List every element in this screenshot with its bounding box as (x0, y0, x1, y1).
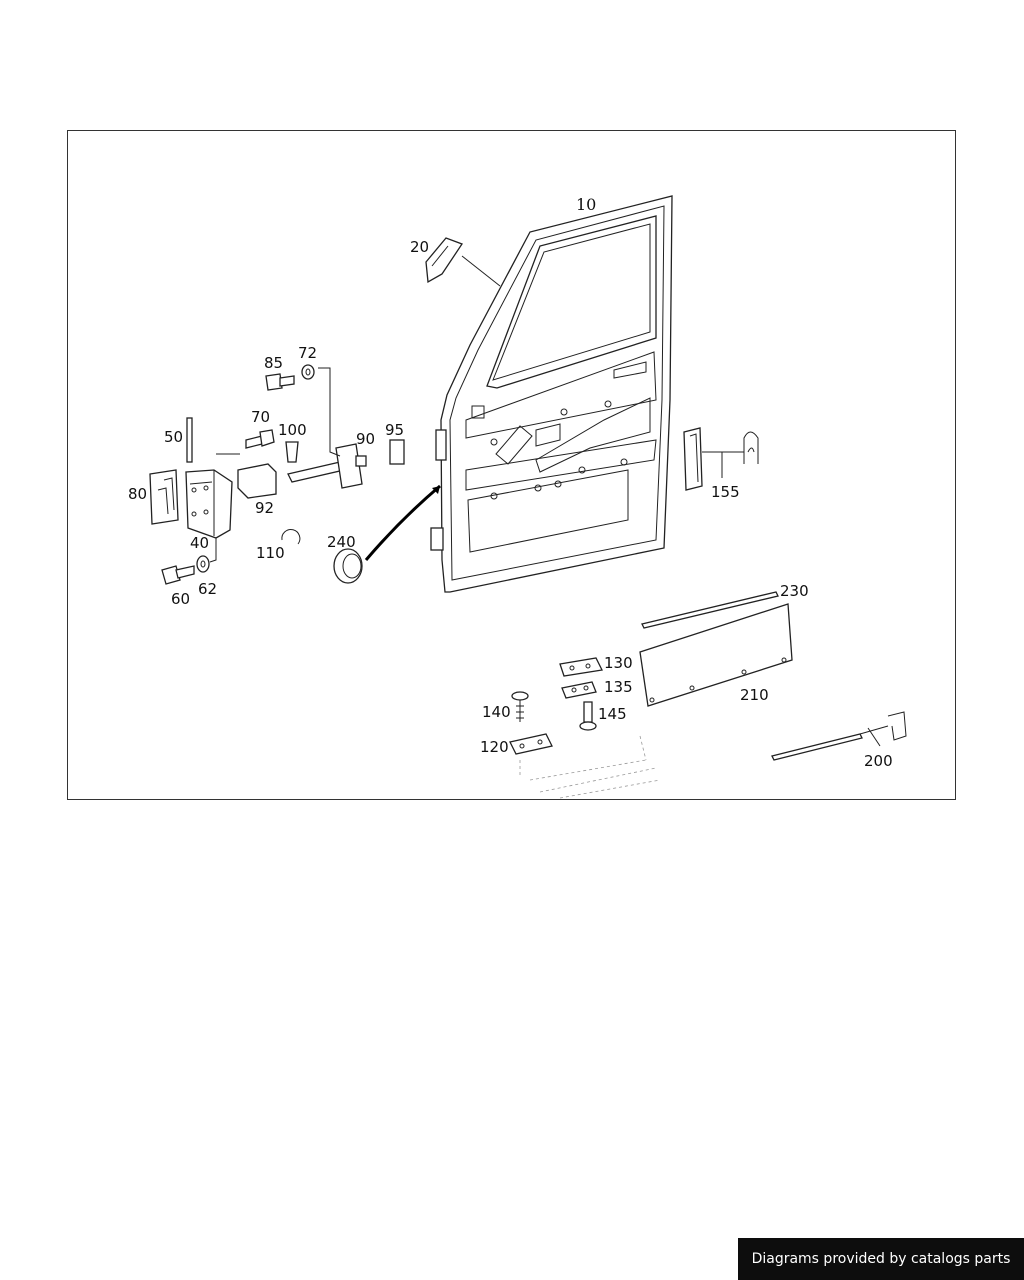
label-72: 72 (298, 344, 317, 362)
label-62: 62 (198, 580, 217, 598)
label-80: 80 (128, 485, 147, 503)
label-210: 210 (740, 686, 769, 704)
label-40: 40 (190, 534, 209, 552)
label-130: 130 (604, 654, 633, 672)
label-70: 70 (251, 408, 270, 426)
label-230: 230 (780, 582, 809, 600)
label-50: 50 (164, 428, 183, 446)
label-85: 85 (264, 354, 283, 372)
label-110: 110 (256, 544, 285, 562)
label-95: 95 (385, 421, 404, 439)
door-shell (430, 195, 673, 593)
label-135: 135 (604, 678, 633, 696)
label-200: 200 (864, 752, 893, 770)
label-145: 145 (598, 705, 627, 723)
hinge-parts (149, 364, 405, 585)
label-20: 20 (410, 238, 429, 256)
label-100: 100 (278, 421, 307, 439)
label-240: 240 (327, 533, 356, 551)
label-120: 120 (480, 738, 509, 756)
leader-lines (209, 255, 881, 747)
lower-parts (509, 591, 907, 799)
grommet (333, 484, 441, 584)
seal-clip (683, 427, 759, 491)
label-10: 10 (576, 195, 596, 214)
label-140: 140 (482, 703, 511, 721)
part-labels: 10 20 85 72 70 100 95 90 50 80 92 40 110… (128, 195, 893, 770)
label-90: 90 (356, 430, 375, 448)
label-92: 92 (255, 499, 274, 517)
label-155: 155 (711, 483, 740, 501)
footer-credit: Diagrams provided by catalogs parts (738, 1238, 1024, 1280)
handle-cap (425, 237, 463, 284)
label-60: 60 (171, 590, 190, 608)
